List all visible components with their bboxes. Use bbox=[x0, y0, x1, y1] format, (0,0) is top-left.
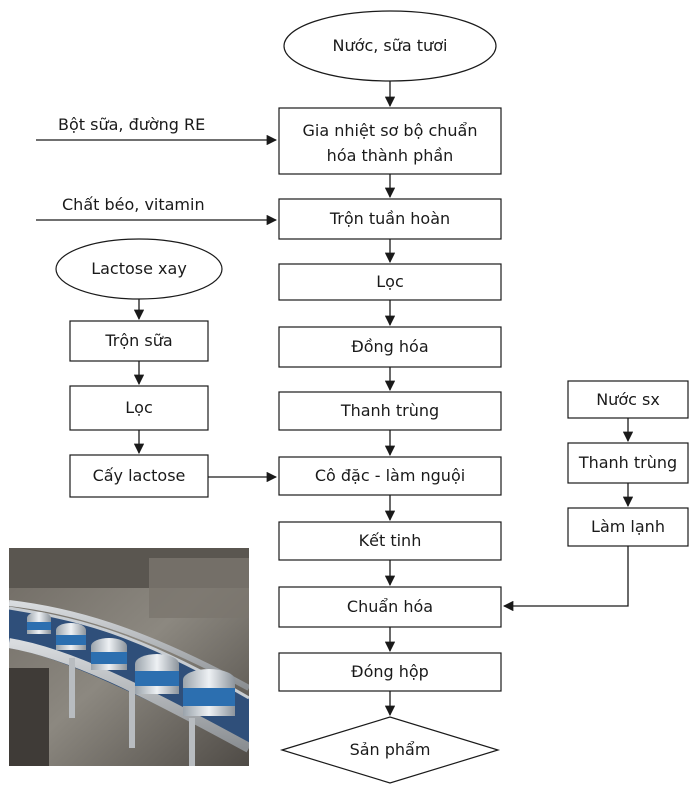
step-concentrate-label: Cô đặc - làm nguội bbox=[315, 466, 465, 485]
water-pasteurize-label: Thanh trùng bbox=[578, 453, 677, 472]
lactose-seed-box bbox=[69, 454, 209, 498]
canning-line-photo bbox=[9, 548, 249, 766]
step-crystallize-label: Kết tinh bbox=[359, 531, 422, 550]
step-concentrate-box bbox=[278, 456, 502, 496]
step-standardize-label: Chuẩn hóa bbox=[347, 597, 433, 616]
lactose-filter-label: Lọc bbox=[125, 398, 153, 417]
can-row bbox=[27, 612, 235, 716]
lactose-filter-box bbox=[69, 385, 209, 431]
canning-line-illustration bbox=[9, 548, 249, 766]
water-start-label: Nước sx bbox=[596, 390, 660, 409]
step-pasteurize-box bbox=[278, 391, 502, 431]
step-homogenize-box bbox=[278, 326, 502, 368]
water-pasteurize-box bbox=[567, 442, 689, 484]
step-mixing-box bbox=[278, 198, 502, 240]
lactose-seed-label: Cấy lactose bbox=[93, 466, 186, 485]
step-homogenize-label: Đồng hóa bbox=[351, 337, 428, 356]
step-mixing-label: Trộn tuần hoàn bbox=[329, 209, 450, 228]
start-label: Nước, sữa tươi bbox=[333, 36, 448, 55]
step-preheat-box bbox=[278, 107, 502, 175]
step-preheat-label-line1: Gia nhiệt sơ bộ chuẩn bbox=[303, 121, 478, 140]
step-crystallize-box bbox=[278, 521, 502, 561]
lactose-start-label: Lactose xay bbox=[91, 259, 187, 278]
end-diamond bbox=[279, 716, 501, 784]
end-label: Sản phẩm bbox=[350, 740, 431, 759]
step-filter-box bbox=[278, 263, 502, 301]
step-canning-label: Đóng hộp bbox=[351, 662, 429, 681]
step-filter-label: Lọc bbox=[376, 272, 404, 291]
lactose-mix-label: Trộn sữa bbox=[104, 331, 172, 350]
input-milk-powder-label: Bột sữa, đường RE bbox=[58, 115, 205, 134]
step-preheat-label-line2: hóa thành phần bbox=[327, 146, 454, 165]
water-cool-box bbox=[567, 507, 689, 547]
lactose-mix-box bbox=[69, 320, 209, 362]
step-canning-box bbox=[278, 652, 502, 692]
water-cool-label: Làm lạnh bbox=[591, 517, 665, 536]
arrow-cool-to-standardize bbox=[502, 546, 629, 612]
input-fat-vitamin-label: Chất béo, vitamin bbox=[62, 195, 205, 214]
step-pasteurize-label: Thanh trùng bbox=[340, 401, 439, 420]
step-standardize-box bbox=[278, 586, 502, 628]
